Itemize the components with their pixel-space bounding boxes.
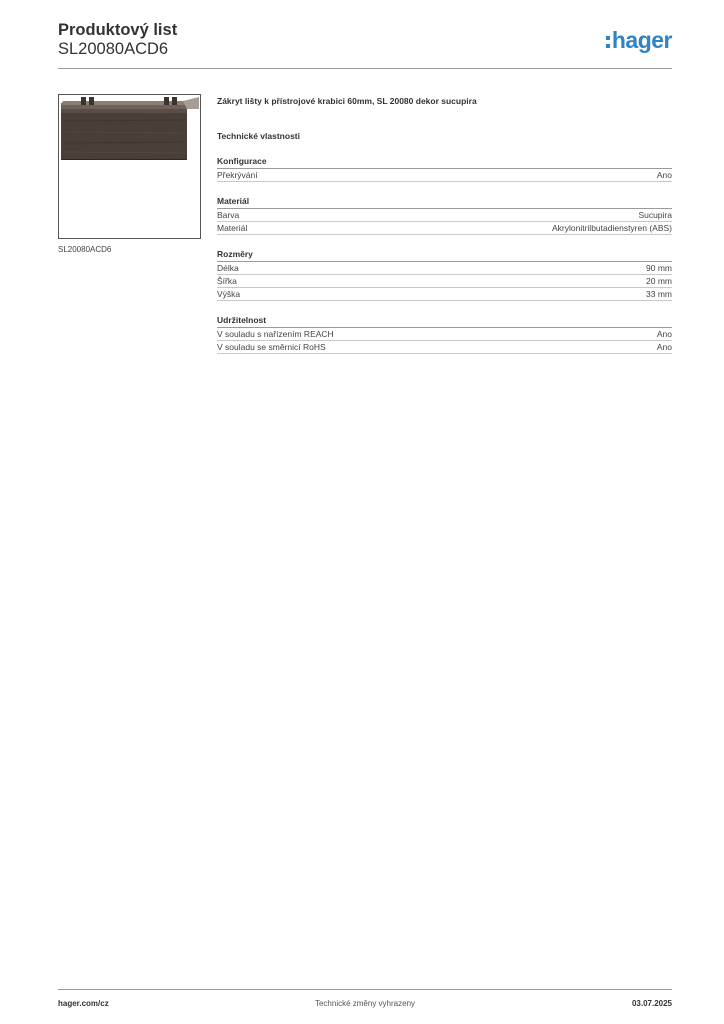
property-label: Překrývání [217, 170, 258, 180]
group-title: Rozměry [217, 248, 672, 262]
property-label: V souladu se směrnicí RoHS [217, 342, 326, 352]
footer-date: 03.07.2025 [631, 999, 672, 1008]
group-rozmery: Rozměry Délka 90 mm Šířka 20 mm Výška 33… [217, 248, 672, 301]
product-details: Zákryt lišty k přístrojové krabici 60mm,… [217, 95, 672, 354]
group-udrzitelnost: Udržitelnost V souladu s nařízením REACH… [217, 314, 672, 354]
property-row: Délka 90 mm [217, 262, 672, 275]
property-label: Výška [217, 289, 241, 299]
footer-notice: Technické změny vyhrazeny [314, 999, 416, 1008]
page-header: Produktový list SL20080ACD6 hager [58, 21, 673, 69]
page-footer: hager.com/cz Technické změny vyhrazeny 0… [58, 989, 672, 1013]
hager-logo: hager [605, 27, 673, 53]
image-caption: SL20080ACD6 [58, 245, 112, 254]
section-title: Technické vlastnosti [217, 131, 300, 141]
website-link[interactable]: hager.com/cz [58, 999, 109, 1008]
property-value: Ano [656, 342, 672, 352]
property-row: Šířka 20 mm [217, 275, 672, 288]
group-konfigurace: Konfigurace Překrývání Ano [217, 155, 672, 182]
property-label: Délka [217, 263, 239, 273]
product-code: SL20080ACD6 [58, 40, 169, 58]
property-row: Překrývání Ano [217, 169, 672, 182]
property-row: Barva Sucupira [217, 209, 672, 222]
property-label: Šířka [217, 276, 237, 286]
group-title: Konfigurace [217, 155, 672, 169]
property-value: Ano [656, 170, 672, 180]
logo-dots-icon [605, 35, 610, 48]
property-value: 33 mm [646, 289, 672, 299]
property-value: Sucupira [638, 210, 672, 220]
group-title: Udržitelnost [217, 314, 672, 328]
property-value: Ano [656, 329, 672, 339]
property-value: 20 mm [646, 276, 672, 286]
property-row: Výška 33 mm [217, 288, 672, 301]
property-row: V souladu se směrnicí RoHS Ano [217, 341, 672, 354]
product-image [58, 94, 201, 239]
property-label: V souladu s nařízením REACH [217, 329, 334, 339]
group-material: Materiál Barva Sucupira Materiál Akrylon… [217, 195, 672, 235]
group-title: Materiál [217, 195, 672, 209]
property-row: Materiál Akrylonitrilbutadienstyren (ABS… [217, 222, 672, 235]
document-title: Produktový list [58, 21, 178, 39]
property-value: 90 mm [646, 263, 672, 273]
logo-text: hager [611, 27, 673, 53]
property-label: Materiál [217, 223, 248, 233]
property-row: V souladu s nařízením REACH Ano [217, 328, 672, 341]
product-description: Zákryt lišty k přístrojové krabici 60mm,… [217, 96, 477, 106]
property-label: Barva [217, 210, 240, 220]
property-value: Akrylonitrilbutadienstyren (ABS) [552, 223, 672, 233]
